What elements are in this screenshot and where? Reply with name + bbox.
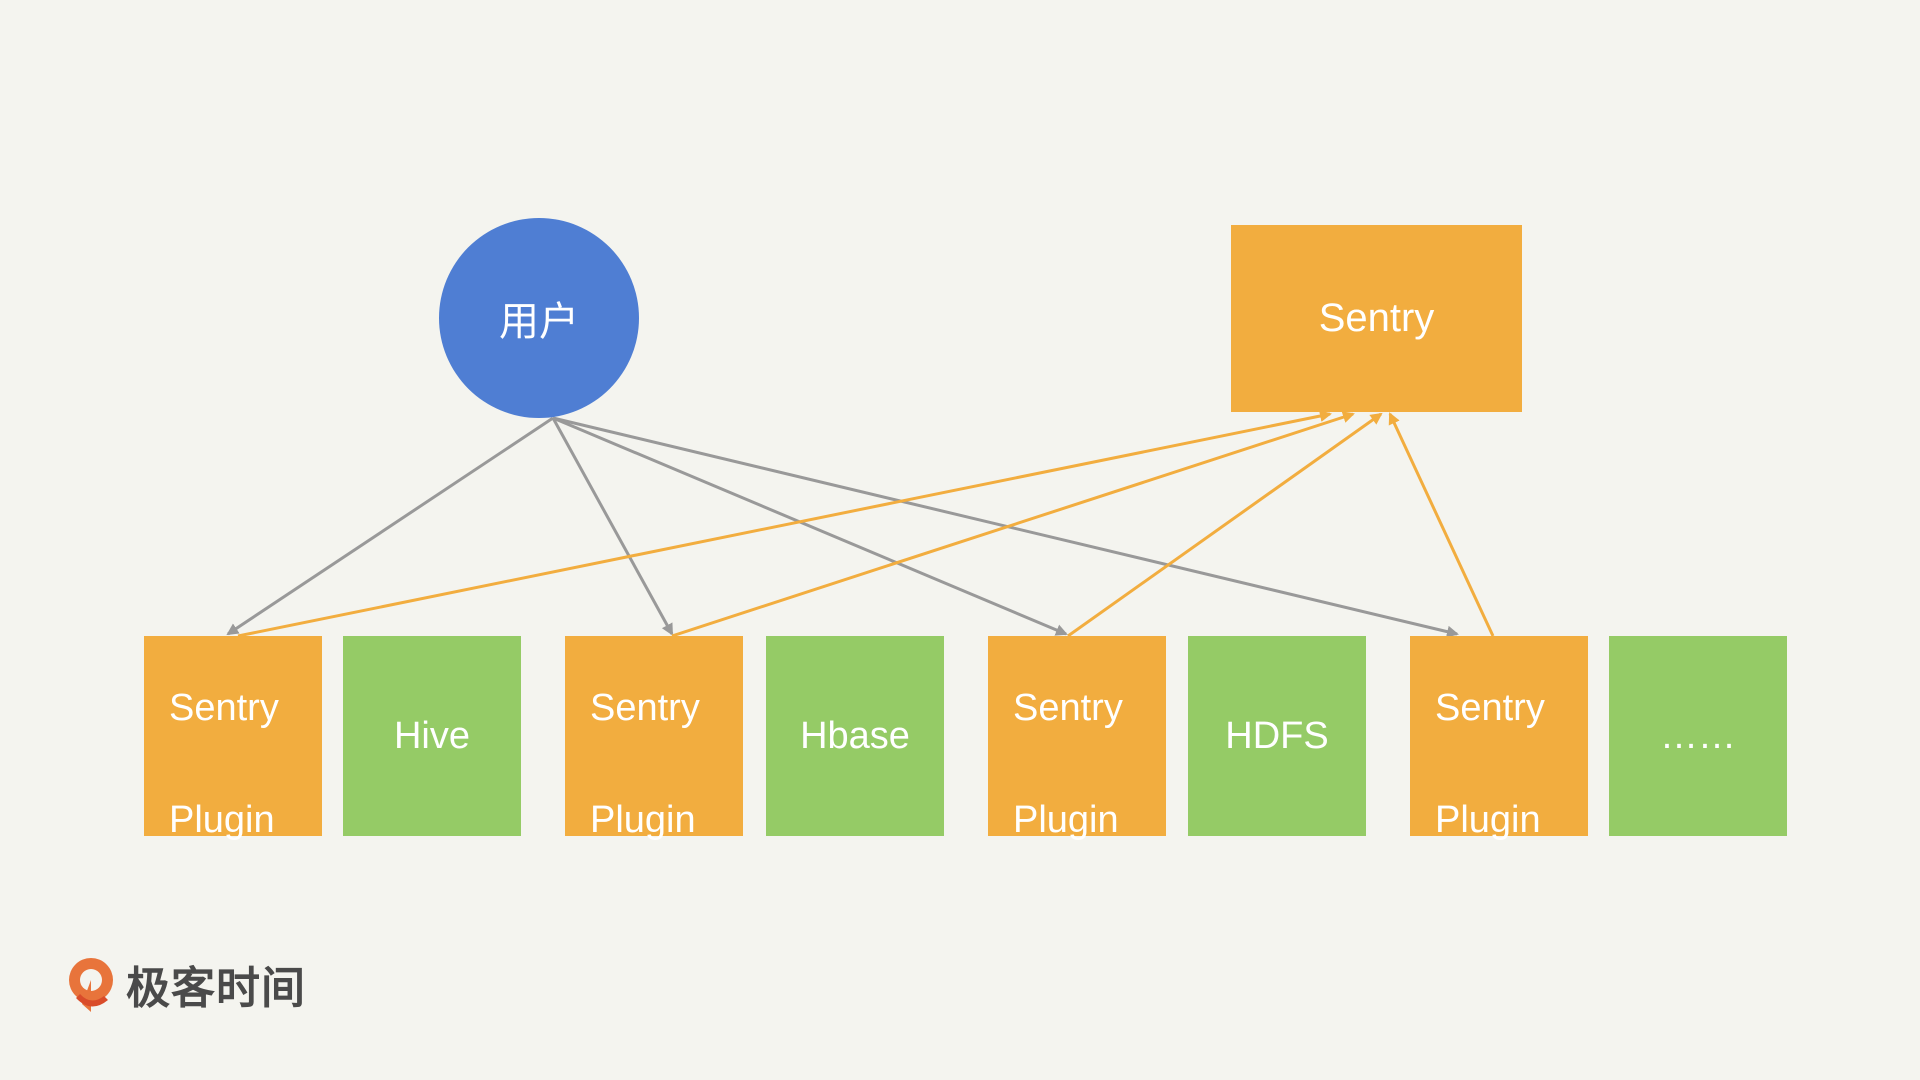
component-hdfs: HDFS <box>1188 636 1366 836</box>
component-label: HDFS <box>1225 715 1329 757</box>
edge-user-to-plugin <box>551 417 674 636</box>
edge-user-to-plugin <box>552 416 1068 636</box>
geektime-logo: 极客时间 <box>64 954 306 1014</box>
plugin-label-line1: Sentry <box>590 687 700 729</box>
edge-plugin-to-sentry <box>237 410 1332 638</box>
edge-user-to-plugin <box>226 416 554 636</box>
plugin-label-line2: Plugin <box>590 799 696 841</box>
sentry-server-node: Sentry <box>1231 225 1522 412</box>
geektime-logo-icon <box>69 958 113 1012</box>
edge-plugin-to-sentry <box>1388 412 1495 637</box>
component-hive: Hive <box>343 636 521 836</box>
sentry-plugin-hbase: Sentry Plugin <box>565 636 743 841</box>
component-label: Hbase <box>800 715 910 757</box>
edge-plugin-to-sentry <box>1067 412 1383 638</box>
component-label: …… <box>1660 715 1736 757</box>
sentry-plugin-hdfs: Sentry Plugin <box>988 636 1166 841</box>
logo-text: 极客时间 <box>126 963 306 1014</box>
edge-plugin-to-sentry <box>671 411 1355 638</box>
plugin-label-line1: Sentry <box>1013 687 1123 729</box>
plugin-label-line2: Plugin <box>1013 799 1119 841</box>
sentry-label: Sentry <box>1318 296 1435 340</box>
user-label: 用户 <box>499 299 579 345</box>
user-node: 用户 <box>439 218 639 418</box>
plugin-label-line2: Plugin <box>169 799 275 841</box>
sentry-plugin-hive: Sentry Plugin <box>144 636 322 841</box>
component-other: …… <box>1609 636 1787 836</box>
plugin-label-line2: Plugin <box>1435 799 1541 841</box>
plugin-label-line1: Sentry <box>1435 687 1545 729</box>
sentry-plugin-other: Sentry Plugin <box>1410 636 1588 841</box>
plugin-label-line1: Sentry <box>169 687 279 729</box>
component-hbase: Hbase <box>766 636 944 836</box>
component-label: Hive <box>393 715 471 757</box>
